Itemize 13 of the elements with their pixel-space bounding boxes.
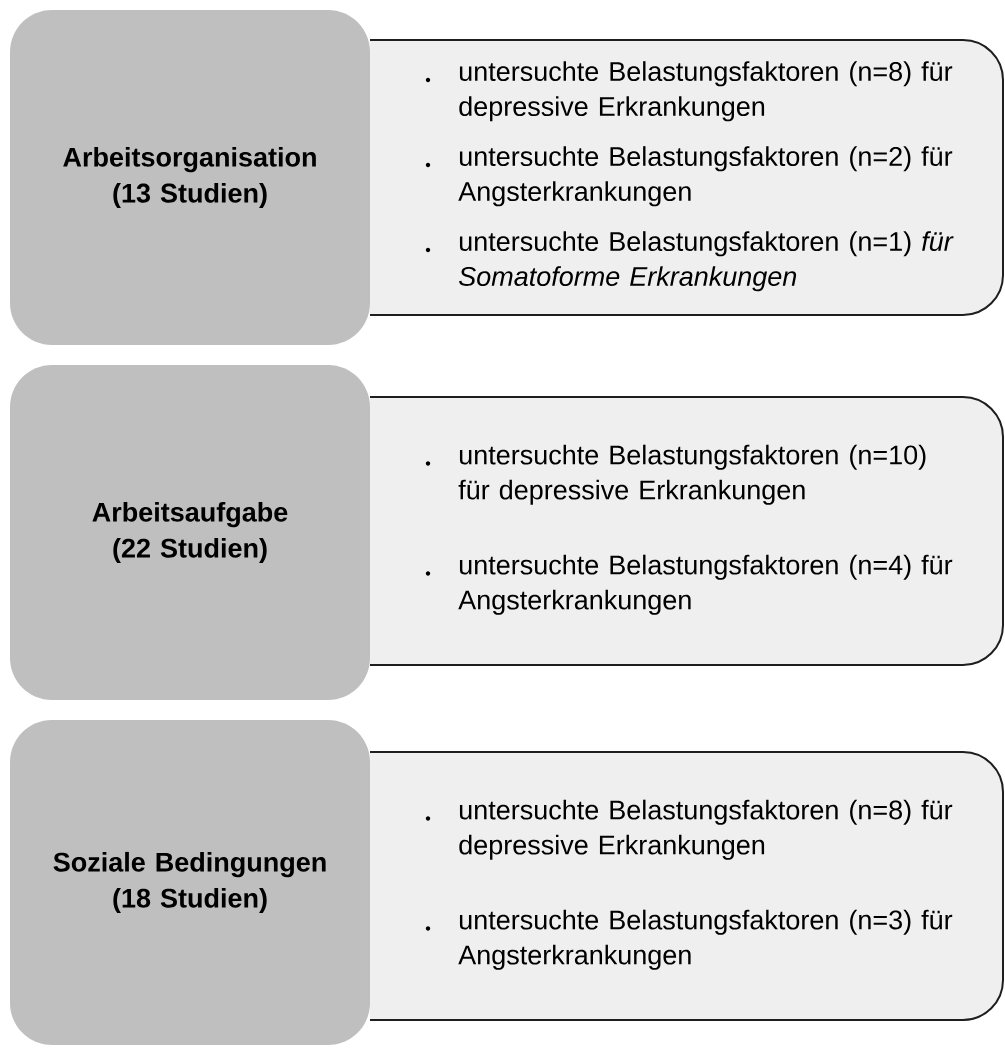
category-box: Arbeitsaufgabe (22 Studien) (10, 365, 370, 700)
category-box: Arbeitsorganisation (13 Studien) (10, 10, 370, 345)
list-panel (369, 751, 1004, 1021)
list-item: untersuchte Belastungsfaktoren (n=1) für Somatoforme Erkrankungen (458, 231, 954, 292)
list-item: untersuchte Belastungsfaktoren (n=2) für Angsterkrankungen (458, 146, 953, 207)
list-item: untersuchte Belastungsfaktoren (n=10) für depressive Erkrankungen (458, 444, 926, 505)
list-item: untersuchte Belastungsfaktoren (n=8) für depressive Erkrankungen (459, 799, 953, 860)
category-box: Soziale Bedingungen (18 Studien) (10, 720, 370, 1045)
list-item: untersuchte Belastungsfaktoren (n=8) für depressive Erkrankungen (459, 61, 953, 122)
list-panel (369, 39, 1004, 316)
list-item: untersuchte Belastungsfaktoren (n=3) für Angsterkrankungen (458, 909, 953, 970)
list-item: untersuchte Belastungsfaktoren (n=4) für Angsterkrankungen (458, 554, 953, 615)
list-panel (369, 396, 1004, 666)
